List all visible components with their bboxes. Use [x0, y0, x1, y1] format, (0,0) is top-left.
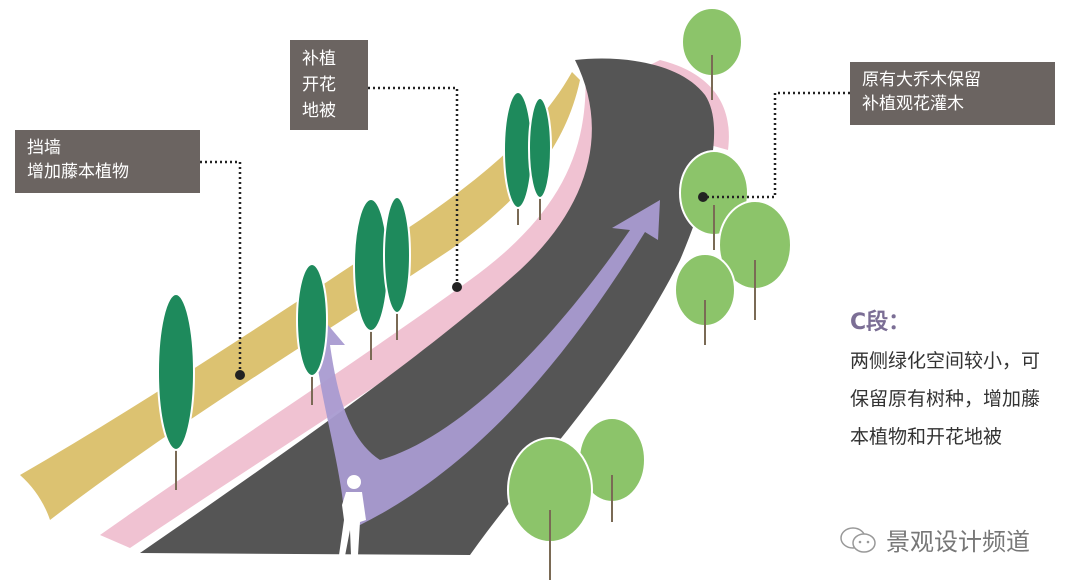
label-wall: 挡墙 增加藤本植物 [15, 130, 200, 193]
label-text: 地被 [302, 101, 336, 121]
tall-tree [503, 91, 533, 225]
watermark-text: 景观设计频道 [886, 528, 1030, 556]
label-text: 开花 [302, 75, 336, 95]
section-heading: C段： [850, 310, 911, 335]
description-line: 本植物和开花地被 [850, 426, 1003, 448]
round-tree [674, 253, 736, 345]
watermark: 景观设计频道 [838, 522, 1030, 557]
tall-trees [157, 91, 552, 490]
round-trees [507, 7, 792, 580]
tall-tree [528, 97, 552, 220]
description-line: 保留原有树种，增加藤 [850, 388, 1041, 410]
wechat-icon [840, 526, 876, 553]
label-text: 挡墙 [27, 138, 61, 158]
person-icon [339, 475, 366, 556]
leader-lines [200, 86, 850, 375]
tall-tree [383, 196, 411, 340]
tall-tree [296, 263, 328, 405]
label-text: 补植观花灌木 [862, 94, 964, 114]
flower-band-right [650, 60, 729, 150]
round-tree [681, 7, 743, 100]
description-line: 两侧绿化空间较小，可 [850, 350, 1041, 372]
label-trees: 原有大乔木保留 补植观花灌木 [850, 62, 1055, 125]
round-tree [507, 437, 593, 580]
label-text: 原有大乔木保留 [862, 70, 981, 90]
label-ground: 补植 开花 地被 [290, 40, 368, 130]
tall-tree [353, 198, 389, 360]
leader-dots [235, 192, 708, 380]
tall-tree [157, 293, 195, 490]
round-tree [718, 200, 792, 320]
section-description: C段： 两侧绿化空间较小，可 保留原有树种，增加藤 本植物和开花地被 [850, 308, 1040, 456]
label-text: 增加藤本植物 [27, 162, 129, 182]
label-text: 补植 [302, 49, 336, 69]
